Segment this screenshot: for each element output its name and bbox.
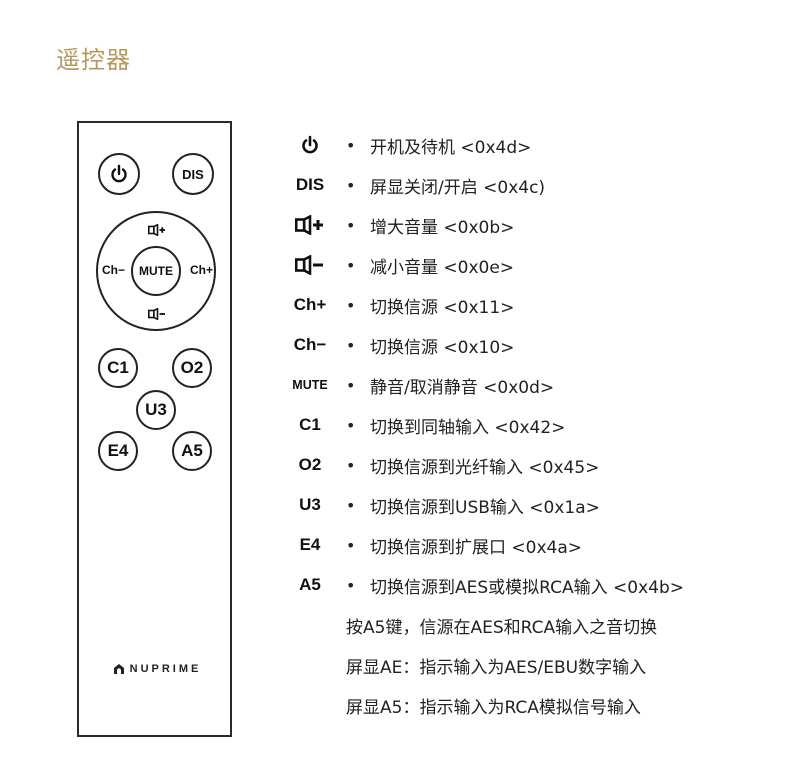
legend-key-dis: DIS [295, 175, 325, 194]
legend-row-o2: O2 • 切换信源到光纤输入 <0x45> [282, 445, 787, 485]
legend-key-power [282, 125, 338, 165]
power-icon [111, 164, 127, 183]
legend-desc: 减小音量 <0x0e> [370, 257, 515, 278]
legend-desc: 切换信源 <0x11> [370, 297, 515, 318]
bullet: • [346, 295, 356, 315]
bullet: • [346, 495, 356, 515]
note-line: 屏显AE：指示输入为AES/EBU数字输入 [346, 657, 647, 678]
bullet: • [346, 455, 356, 475]
legend-desc: 切换信源到USB输入 <0x1a> [370, 497, 600, 518]
legend-key-e4: E4 [299, 535, 321, 554]
u3-button[interactable]: U3 [136, 390, 176, 430]
legend-desc: 屏显关闭/开启 <0x4c) [370, 177, 546, 198]
legend-row-channel-up: Ch+ • 切换信源 <0x11> [282, 285, 787, 325]
legend-row-u3: U3 • 切换信源到USB输入 <0x1a> [282, 485, 787, 525]
legend-key-channel-up: Ch+ [293, 295, 327, 314]
legend-row-volume-down: • 减小音量 <0x0e> [282, 245, 787, 285]
legend-row-power: • 开机及待机 <0x4d> [282, 125, 787, 165]
u3-button-label: U3 [145, 400, 167, 419]
page-title: 遥控器 [56, 46, 131, 74]
o2-button[interactable]: O2 [172, 348, 212, 388]
brand-name: NUPRIME [129, 663, 202, 675]
legend-key-o2: O2 [298, 455, 322, 474]
mute-button-label: MUTE [139, 264, 173, 278]
legend-key-mute: MUTE [292, 378, 328, 392]
bullet: • [346, 575, 356, 595]
mute-button[interactable]: MUTE [131, 246, 181, 296]
nuprime-logo-icon [113, 664, 124, 674]
channel-down-button[interactable]: Ch− [102, 263, 126, 277]
volume-down-button[interactable] [145, 305, 169, 323]
legend-key-u3: U3 [299, 495, 321, 514]
legend-key-volume-down [282, 245, 338, 285]
note-line: 按A5键，信源在AES和RCA输入之音切换 [346, 617, 658, 638]
channel-up-button[interactable]: Ch+ [190, 263, 214, 277]
bullet: • [346, 135, 356, 155]
a5-button[interactable]: A5 [172, 431, 212, 471]
legend-desc: 切换信源到扩展口 <0x4a> [370, 537, 583, 558]
bullet: • [346, 375, 356, 395]
o2-button-label: O2 [180, 358, 204, 377]
legend-key-volume-up [282, 205, 338, 245]
navigation-ring: Ch− Ch+ MUTE [96, 211, 216, 331]
legend-desc: 切换信源 <0x10> [370, 337, 515, 358]
power-icon [302, 135, 318, 154]
legend-row-c1: C1 • 切换到同轴输入 <0x42> [282, 405, 787, 445]
legend-row-mute: MUTE • 静音/取消静音 <0x0d> [282, 365, 787, 405]
a5-button-label: A5 [181, 441, 203, 460]
bullet: • [346, 335, 356, 355]
dis-button[interactable]: DIS [172, 153, 214, 195]
volume-down-icon [295, 255, 323, 275]
legend-desc: 增大音量 <0x0b> [370, 217, 515, 238]
legend-row-a5: A5 • 切换信源到AES或模拟RCA输入 <0x4b> [282, 565, 787, 605]
legend-row-channel-down: Ch− • 切换信源 <0x10> [282, 325, 787, 365]
note-line: 屏显A5：指示输入为RCA模拟信号输入 [346, 697, 641, 718]
legend-row-volume-up: • 增大音量 <0x0b> [282, 205, 787, 245]
volume-up-icon [148, 224, 165, 236]
legend-key-a5: A5 [299, 575, 321, 594]
legend-desc: 切换信源到AES或模拟RCA输入 <0x4b> [370, 577, 685, 598]
remote-control: DIS Ch− Ch+ MUTE C1 O2 U3 [77, 121, 232, 737]
legend-key-c1: C1 [299, 415, 321, 434]
power-button[interactable] [98, 153, 140, 195]
e4-button[interactable]: E4 [98, 431, 138, 471]
dis-button-label: DIS [182, 166, 204, 182]
legend-key-channel-down: Ch− [293, 335, 327, 354]
legend-desc: 开机及待机 <0x4d> [370, 137, 532, 158]
brand-logo: NUPRIME [101, 663, 213, 675]
legend-desc: 切换信源到光纤输入 <0x45> [370, 457, 600, 478]
bullet: • [346, 535, 356, 555]
legend-desc: 静音/取消静音 <0x0d> [370, 377, 555, 398]
legend-row-e4: E4 • 切换信源到扩展口 <0x4a> [282, 525, 787, 565]
volume-down-icon [148, 308, 165, 320]
bullet: • [346, 415, 356, 435]
bullet: • [346, 255, 356, 275]
legend-row-dis: DIS • 屏显关闭/开启 <0x4c) [282, 165, 787, 205]
volume-up-icon [295, 215, 323, 235]
c1-button-label: C1 [107, 358, 129, 377]
e4-button-label: E4 [107, 441, 129, 460]
bullet: • [346, 175, 356, 195]
bullet: • [346, 215, 356, 235]
legend-desc: 切换到同轴输入 <0x42> [370, 417, 566, 438]
volume-up-button[interactable] [145, 221, 169, 239]
c1-button[interactable]: C1 [98, 348, 138, 388]
